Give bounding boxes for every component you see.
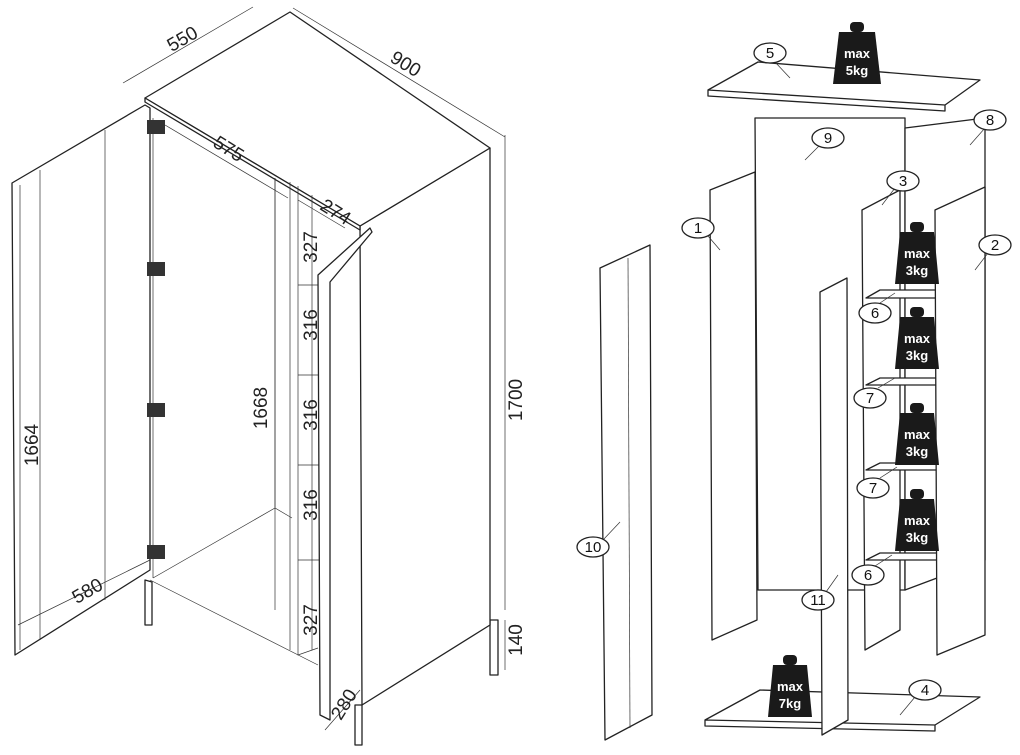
svg-text:4: 4 — [921, 682, 929, 699]
part-2-side-panel — [934, 186, 986, 656]
svg-text:8: 8 — [986, 112, 994, 129]
dim-shelf-2: 316 — [301, 309, 322, 341]
callout-3: 3 — [881, 170, 920, 206]
right-side-panel — [359, 147, 491, 706]
hinge-icon — [147, 545, 165, 559]
weight-icon-5kg: max 5kg — [833, 22, 881, 84]
right-door — [317, 227, 373, 721]
dim-shelf-4: 316 — [301, 489, 322, 521]
door-line — [627, 257, 631, 729]
svg-text:max: max — [904, 246, 931, 261]
svg-text:3kg: 3kg — [906, 444, 928, 459]
svg-text:7: 7 — [869, 480, 877, 497]
hinge-icon — [147, 120, 165, 134]
svg-text:max: max — [904, 513, 931, 528]
svg-text:5kg: 5kg — [846, 63, 868, 78]
callout-8: 8 — [969, 109, 1007, 146]
svg-text:7kg: 7kg — [779, 696, 801, 711]
svg-text:3: 3 — [899, 173, 907, 190]
dim-inner-height: 1668 — [251, 387, 272, 429]
svg-text:3kg: 3kg — [906, 348, 928, 363]
hinge-icon — [147, 403, 165, 417]
svg-text:7: 7 — [866, 390, 874, 407]
callout-5: 5 — [753, 42, 791, 79]
callout-7: 7 — [853, 377, 896, 409]
svg-text:6: 6 — [864, 567, 872, 584]
exploded-view: 5 9 8 3 1 2 6 7 7 6 10 11 4 max 5kg max 3k… — [576, 22, 1012, 741]
weight-icon-3kg: max 3kg — [895, 307, 939, 369]
leg — [489, 619, 499, 676]
callout-1: 1 — [681, 217, 721, 251]
dim-shelf-5: 327 — [301, 604, 322, 636]
svg-text:3kg: 3kg — [906, 530, 928, 545]
weight-icon-3kg: max 3kg — [895, 222, 939, 284]
weight-icon-3kg: max 3kg — [895, 403, 939, 465]
dim-depth-top: 550 — [164, 23, 202, 57]
assembled-wardrobe: 550 900 575 274 327 316 316 316 327 1668… — [11, 6, 527, 746]
hinge-icons — [147, 120, 165, 559]
svg-text:max: max — [904, 331, 931, 346]
callout-4: 4 — [899, 679, 942, 716]
svg-text:2: 2 — [991, 237, 999, 254]
callout-2: 2 — [974, 234, 1012, 271]
svg-text:max: max — [844, 46, 871, 61]
svg-text:11: 11 — [810, 592, 826, 609]
callout-9: 9 — [804, 127, 845, 161]
dim-width-top: 900 — [386, 47, 424, 82]
dim-total-height: 1700 — [506, 379, 527, 421]
callout-11: 11 — [801, 574, 839, 611]
dim-shelf-1: 327 — [301, 231, 322, 263]
weight-icons: max 5kg max 3kg max 3kg max 3kg max 3kg max 7k… — [768, 22, 939, 717]
dim-shelf-3: 316 — [301, 399, 322, 431]
left-door — [11, 104, 151, 656]
svg-text:max: max — [777, 679, 804, 694]
callout-7: 7 — [856, 466, 898, 499]
dim-leg-height: 140 — [506, 624, 527, 656]
svg-text:9: 9 — [824, 130, 832, 147]
interior-outline — [152, 118, 293, 579]
hinge-icon — [147, 262, 165, 276]
shelves — [298, 284, 322, 561]
dim-door-height: 1664 — [22, 423, 43, 466]
callout-6: 6 — [851, 554, 893, 586]
weight-icon-7kg: max 7kg — [768, 655, 812, 717]
part-11-divider — [819, 277, 849, 736]
svg-text:3kg: 3kg — [906, 263, 928, 278]
svg-text:max: max — [904, 427, 931, 442]
svg-text:6: 6 — [871, 305, 879, 322]
part-10-door — [599, 244, 653, 741]
svg-text:1: 1 — [694, 220, 702, 237]
dimension-lines — [17, 6, 506, 731]
part-callouts: 5 9 8 3 1 2 6 7 7 6 10 11 4 — [576, 42, 1012, 716]
svg-text:10: 10 — [585, 539, 602, 556]
top-panel-edge — [144, 97, 361, 231]
part-5-top-panel — [707, 61, 981, 112]
callout-10: 10 — [576, 521, 621, 558]
door-edges — [19, 130, 106, 650]
shelf-column — [289, 182, 319, 656]
svg-text:5: 5 — [766, 45, 774, 62]
callout-6: 6 — [858, 292, 896, 324]
leg — [144, 579, 153, 626]
leg — [354, 704, 363, 746]
weight-icon-3kg: max 3kg — [895, 489, 939, 551]
part-1-side-panel — [709, 171, 758, 641]
